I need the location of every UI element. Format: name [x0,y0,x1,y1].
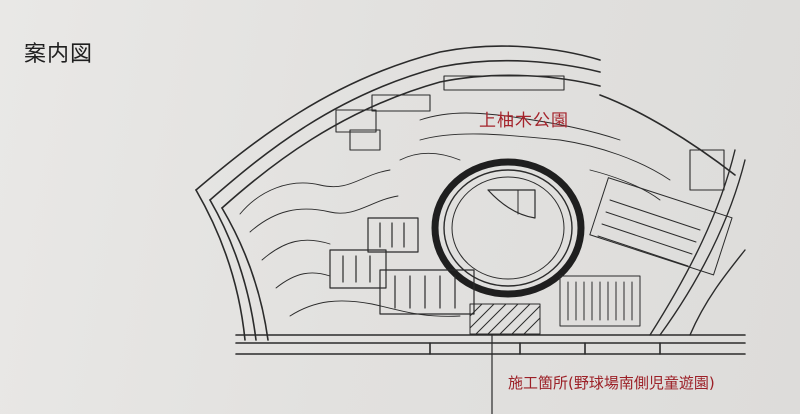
page-title: 案内図 [24,42,94,67]
construction-site-area [469,303,541,335]
wooded-area [239,112,671,317]
north-facility [335,75,725,191]
outer-road [195,45,736,341]
park-name-label: 上柚木公園 [479,111,569,131]
construction-site-label: 施工箇所(野球場南側児童遊園) [508,374,715,392]
bottom-road [235,334,746,355]
east-road [649,149,746,336]
parking-lot [559,177,733,327]
baseball-stadium [431,158,585,298]
tennis-courts [329,217,475,315]
